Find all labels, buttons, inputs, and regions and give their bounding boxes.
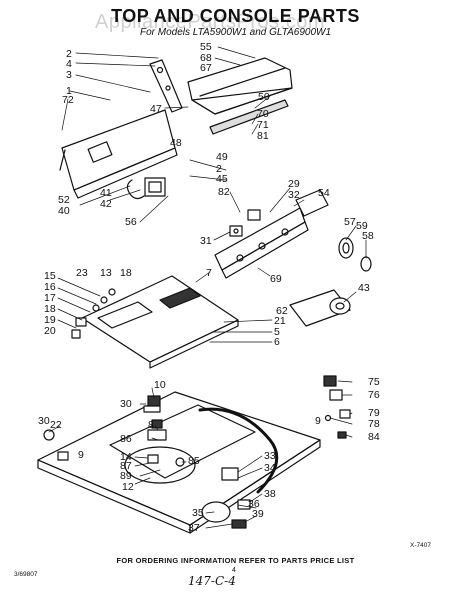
callout: 84 [368,431,380,443]
callout: 81 [257,130,269,142]
callout: 13 [100,267,112,279]
callout: 89 [120,470,132,482]
callout: 18 [120,267,132,279]
callout-leader-lines [48,46,367,529]
callout: 14 [120,451,132,463]
callout: 50 [258,91,270,103]
callout: 16 [44,281,56,293]
hinge-and-screws [43,395,161,441]
callout: 23 [76,267,88,279]
callout: 87 [120,460,132,472]
callout: 15 [44,270,56,282]
callout: 56 [125,216,137,228]
selector-switch [229,209,261,237]
console-trim-strip [209,99,289,135]
callout: 18 [44,303,56,315]
callout: 48 [170,137,182,149]
callout: 68 [200,52,212,64]
callout: 41 [100,187,112,199]
callout: 85 [188,455,200,467]
callout: 38 [264,488,276,500]
callout: 43 [358,282,370,294]
callout: 36 [248,498,260,510]
console-rear-panel [59,109,178,199]
callout: 52 [58,194,70,206]
callout: 82 [218,186,230,198]
callout: 86 [120,433,132,445]
page-title: TOP AND CONSOLE PARTS [111,6,360,26]
callout: 20 [44,325,56,337]
callout: 7 [206,267,212,279]
callout: 55 [200,41,212,53]
callout: 45 [216,173,228,185]
callout: 9 [78,449,84,461]
callout: 21 [274,315,286,327]
callout: 2 [66,48,72,60]
callout: 19 [44,314,56,326]
callout: 75 [368,376,380,388]
callout: 34 [264,462,276,474]
watermark: AppliancePartsPros.com [95,11,325,33]
callout: 78 [368,418,380,430]
ordering-footer-note: FOR ORDERING INFORMATION REFER TO PARTS … [116,556,355,565]
callout: 32 [288,189,300,201]
callout: 4 [66,58,72,70]
callout: 42 [100,198,112,210]
callout: 6 [274,336,280,348]
callout: 37 [188,522,200,534]
callout: 3 [66,69,72,81]
callout: 67 [200,62,212,74]
callout: 54 [318,187,330,199]
console-top-cap [187,57,293,115]
callout: 31 [200,235,212,247]
callout: 72 [62,94,74,106]
lid-hinge-parts [71,288,116,339]
control-panel-front [214,189,329,279]
callout: 9 [315,415,321,427]
page-number: 4 [232,567,236,574]
washer-lid [81,275,239,369]
document-number: 3/69807 [14,571,38,578]
callout: 71 [257,119,269,131]
callout: 39 [252,508,264,520]
callout: 40 [58,205,70,217]
callout: 35 [192,507,204,519]
figure-reference: X-7407 [410,542,431,549]
handwritten-mark: 147-C-4 [188,574,236,588]
timer-assembly [126,177,166,200]
lid-switch-assembly [201,467,251,529]
console-end-bracket [149,59,183,113]
callout-numbers: 2 4 3 1 72 55 68 67 47 50 70 71 81 48 49… [38,41,380,534]
callout: 58 [362,230,374,242]
callout: 1 [66,85,72,97]
callout: 33 [264,450,276,462]
callout: 29 [288,178,300,190]
callout: 30 [38,415,50,427]
callout: 79 [368,407,380,419]
callout: 17 [44,292,56,304]
callout: 47 [150,103,162,115]
callout: 69 [270,273,282,285]
callout: 76 [368,389,380,401]
callout: 70 [257,108,269,120]
callout: 62 [276,305,288,317]
callout: 57 [344,216,356,228]
callout: 59 [356,220,368,232]
callout: 10 [154,379,166,391]
callout: 22 [50,419,62,431]
callout: 5 [274,326,280,338]
timer-knob [289,289,351,327]
model-subtitle: For Models LTA5900W1 and GLTA6900W1 [139,27,331,38]
control-knobs [338,237,372,272]
callout: 30 [120,398,132,410]
callout: 8 [148,419,154,431]
callout: 2 [216,163,222,175]
callout: 49 [216,151,228,163]
loose-hardware-group [323,375,351,439]
callout: 12 [122,481,134,493]
